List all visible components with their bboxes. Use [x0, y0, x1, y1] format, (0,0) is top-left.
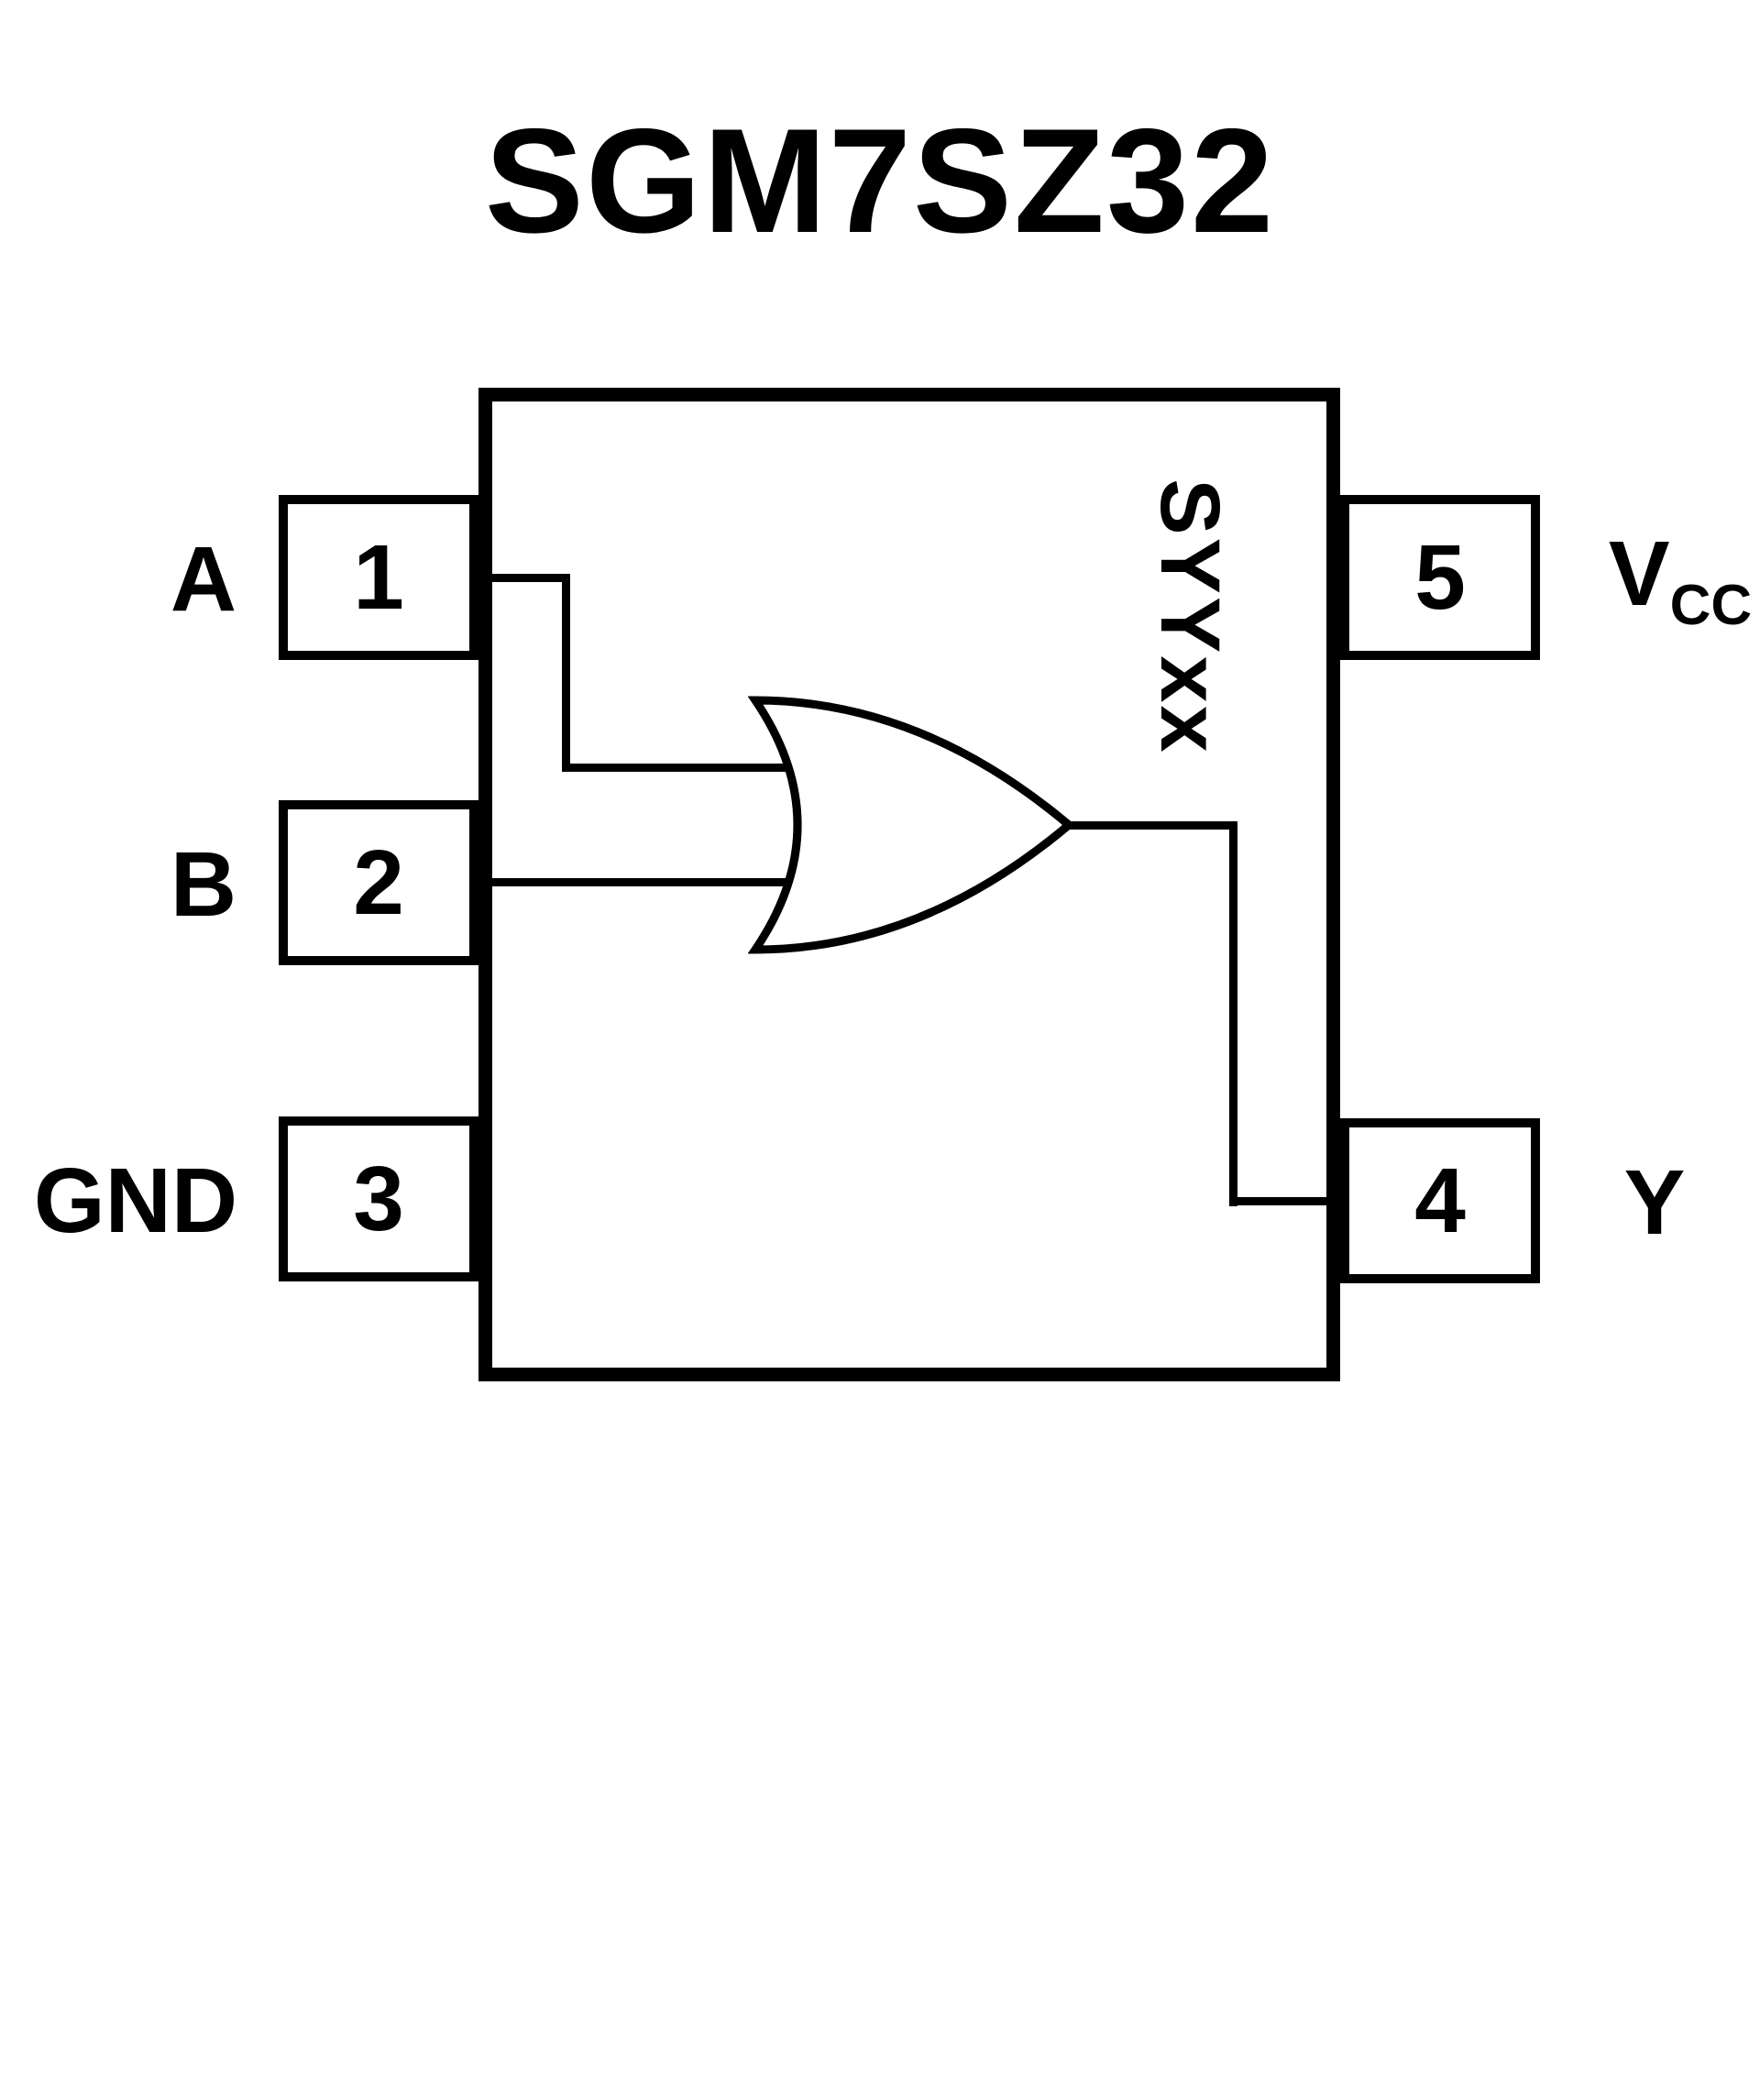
wire-a-segment-1	[478, 574, 570, 582]
chip-marking: SYYxx	[1143, 478, 1237, 755]
wire-y-segment-3	[1229, 1197, 1340, 1205]
pin-box-4: 4	[1340, 1118, 1540, 1283]
wire-a-segment-3	[562, 764, 806, 772]
wire-a-segment-2	[562, 574, 570, 772]
or-gate-symbol	[748, 696, 1074, 954]
pin-number-5: 5	[1414, 525, 1466, 629]
wire-y-segment-1	[1063, 821, 1238, 830]
pin-number-4: 4	[1414, 1149, 1466, 1252]
pin-number-1: 1	[353, 525, 404, 629]
pin-label-a: A	[170, 528, 237, 631]
pin-number-3: 3	[353, 1147, 404, 1250]
pin-label-y: Y	[1623, 1151, 1686, 1254]
wire-b-segment-1	[478, 878, 808, 886]
pin-box-5: 5	[1340, 495, 1540, 660]
pin-box-1: 1	[279, 495, 478, 660]
pin-label-vcc: VCC	[1609, 528, 1752, 634]
pin-box-3: 3	[279, 1116, 478, 1281]
wire-y-segment-2	[1229, 821, 1238, 1206]
vcc-subscript: CC	[1669, 574, 1753, 637]
pin-label-gnd: GND	[33, 1149, 238, 1252]
page-title: SGM7SZ32	[484, 98, 1276, 264]
pin-box-2: 2	[279, 800, 478, 965]
pin-number-2: 2	[353, 830, 404, 934]
pin-label-b: B	[170, 833, 237, 936]
vcc-text: V	[1608, 522, 1670, 625]
